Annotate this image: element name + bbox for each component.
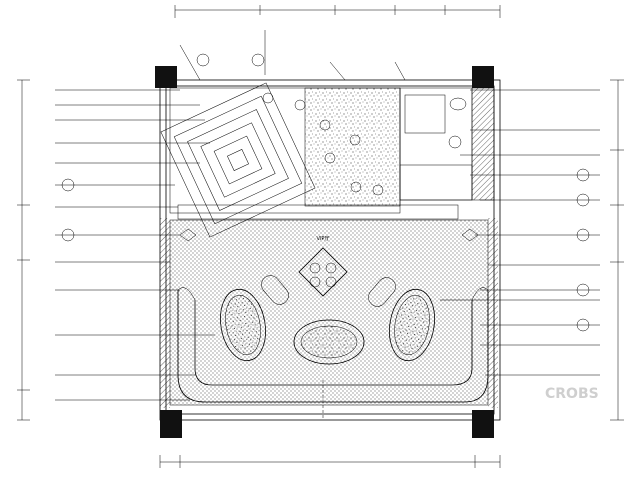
outer-walls bbox=[155, 66, 501, 438]
left-dimension-line bbox=[17, 79, 30, 421]
bottom-dimension-line bbox=[159, 455, 501, 468]
column-bottom-left bbox=[160, 410, 182, 438]
vip-lounge bbox=[160, 218, 498, 420]
top-dimension-line bbox=[174, 5, 501, 18]
left-leaders bbox=[55, 89, 215, 401]
top-leaders bbox=[179, 30, 406, 81]
entry-foyer bbox=[160, 82, 459, 238]
watermark: CROBS bbox=[545, 386, 599, 402]
column-top-left bbox=[155, 66, 177, 88]
room-label: VIP厅 bbox=[317, 236, 330, 242]
column-bottom-right bbox=[472, 410, 494, 438]
right-leaders bbox=[440, 89, 600, 376]
right-dimension-line bbox=[610, 79, 624, 421]
restroom bbox=[399, 87, 495, 201]
column-top-right bbox=[472, 66, 494, 88]
